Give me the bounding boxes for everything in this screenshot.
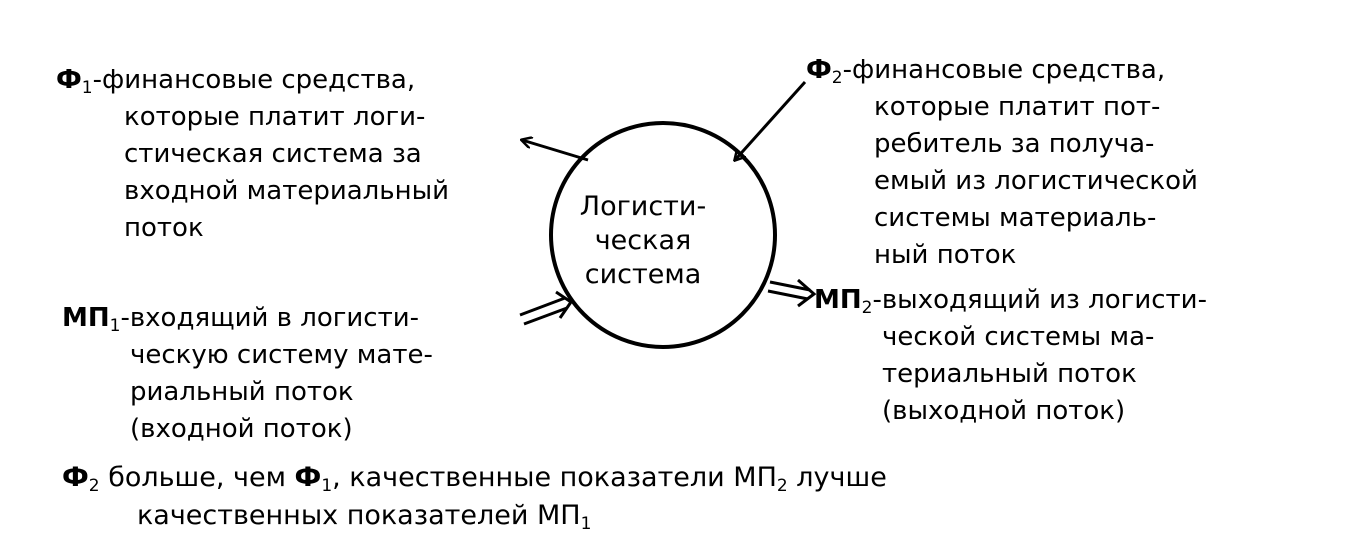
f1-label: Ф xyxy=(56,65,82,95)
f1-line: -финансовые средства, xyxy=(92,65,416,95)
mp2-label: МП xyxy=(814,285,862,315)
mp2-line: (выходной поток) xyxy=(882,396,1126,426)
mp2-description: МП2-выходящий из логисти- ческой системы… xyxy=(814,282,1207,430)
center-line: система xyxy=(584,259,702,290)
footer-line2: качественных показателей МП xyxy=(137,500,581,531)
footer-text-a: больше, чем xyxy=(99,462,295,493)
mp1-line: (входной поток) xyxy=(130,414,353,444)
mp1-subscript: 1 xyxy=(109,316,121,336)
center-line: ческая xyxy=(594,225,692,256)
f1-subscript: 1 xyxy=(81,78,93,98)
f2-first-line: Ф2-финансовые средства, xyxy=(806,52,1198,89)
mp1-label: МП xyxy=(62,303,110,333)
mp2-first-line: МП2-выходящий из логисти- xyxy=(814,282,1207,319)
f1-arrow xyxy=(522,140,589,162)
footer-f2-subscript: 2 xyxy=(88,476,100,496)
f2-line: -финансовые средства, xyxy=(842,55,1166,85)
f2-description: Ф2-финансовые средства, которые платит п… xyxy=(806,52,1198,274)
footer-text-b: , качественные показатели МП xyxy=(332,462,777,493)
mp2-line: -выходящий из логисти- xyxy=(872,285,1207,315)
f2-line: которые платит пот- xyxy=(874,92,1161,122)
mp1-line: ческую систему мате- xyxy=(130,340,433,370)
conclusion-line-2: качественных показателей МП1 xyxy=(62,497,887,535)
mp2-line: ческой системы ма- xyxy=(882,322,1155,352)
footer-mp2-subscript: 2 xyxy=(776,476,788,496)
footer-text-c: лучше xyxy=(787,462,887,493)
mp2-line: териальный поток xyxy=(882,359,1137,389)
conclusion-text: Ф2 больше, чем Ф1, качественные показате… xyxy=(62,459,887,535)
f2-line: ребитель за получа- xyxy=(874,129,1155,159)
logistics-system-label: Логисти- ческая система xyxy=(548,190,738,292)
f2-label: Ф xyxy=(806,55,832,85)
f1-line: стическая система за xyxy=(124,139,422,169)
center-line: Логисти- xyxy=(579,191,707,222)
f2-line: ный поток xyxy=(874,240,1017,270)
conclusion-line-1: Ф2 больше, чем Ф1, качественные показате… xyxy=(62,462,887,496)
f2-arrow xyxy=(735,80,807,160)
f1-line: входной материальный xyxy=(124,176,450,206)
footer-f-label: Ф xyxy=(294,462,322,493)
f2-line: емый из логистической xyxy=(874,166,1198,196)
footer-f1-subscript: 1 xyxy=(321,476,333,496)
mp2-subscript: 2 xyxy=(861,298,873,318)
f2-line: системы материаль- xyxy=(874,203,1157,233)
f1-line: которые платит логи- xyxy=(124,102,426,132)
footer-mp1-subscript: 1 xyxy=(580,514,592,534)
mp1-description: МП1-входящий в логисти- ческую систему м… xyxy=(62,300,433,448)
mp2-double-arrow xyxy=(767,278,817,308)
footer-f-label: Ф xyxy=(62,462,89,493)
f1-first-line: Ф1-финансовые средства, xyxy=(56,62,449,99)
f1-line: поток xyxy=(124,213,204,243)
f1-description: Ф1-финансовые средства, которые платит л… xyxy=(56,62,449,247)
mp1-line: -входящий в логисти- xyxy=(120,303,420,333)
mp1-line: риальный поток xyxy=(130,377,354,407)
f2-subscript: 2 xyxy=(831,68,843,88)
mp1-double-arrow xyxy=(519,290,574,326)
mp1-first-line: МП1-входящий в логисти- xyxy=(62,300,433,337)
logistics-system-circle xyxy=(549,121,777,349)
